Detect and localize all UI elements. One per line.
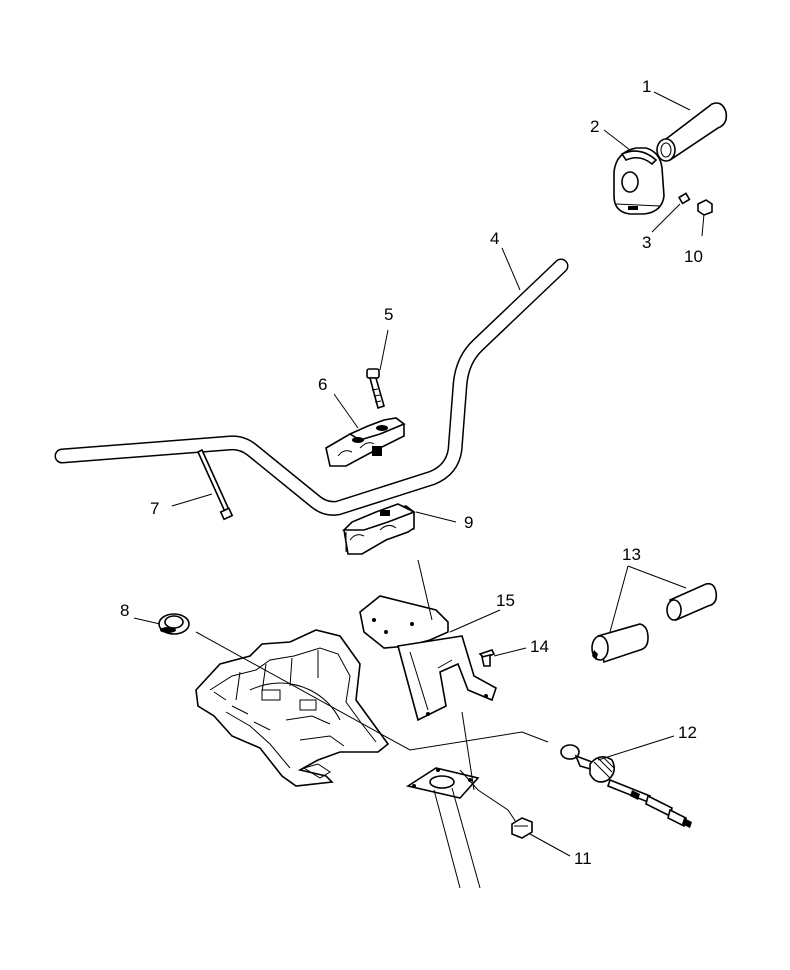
- callout-10: 10: [684, 247, 703, 266]
- steering-column: [405, 559, 481, 889]
- part-10-nut: [697, 199, 713, 216]
- callout-7: 7: [150, 499, 159, 518]
- part-2-switch-housing: [613, 147, 665, 215]
- callout-6: 6: [318, 375, 327, 394]
- part-1-grip: [656, 102, 728, 162]
- callout-2: 2: [590, 117, 599, 136]
- callout-3: 3: [642, 233, 651, 252]
- callout-4: 4: [490, 229, 499, 248]
- part-11-nut: [511, 817, 533, 839]
- part-15-bracket: [359, 595, 497, 722]
- part-12-cable: [560, 744, 692, 828]
- routing-lines: [195, 631, 549, 823]
- callout-5: 5: [384, 305, 393, 324]
- callout-12: 12: [678, 723, 697, 742]
- part-5-bolt: [366, 368, 385, 410]
- part-14-screw: [478, 649, 496, 667]
- callout-14: 14: [530, 637, 549, 656]
- callout-15: 15: [496, 591, 515, 610]
- part-8-grommet: [158, 613, 190, 635]
- part-4-handlebar: [54, 258, 569, 516]
- callout-9: 9: [464, 513, 473, 532]
- leader-lines: [133, 91, 705, 857]
- callout-8: 8: [120, 601, 129, 620]
- instrument-housing: [195, 629, 390, 787]
- callout-labels: 1 2 3 10 4 5 6 7 9 13 8 15 14 12 11: [120, 77, 703, 868]
- callout-11: 11: [574, 849, 592, 868]
- callout-1: 1: [642, 77, 651, 96]
- part-3-screw: [677, 192, 691, 205]
- part-7-long-bolt: [196, 448, 234, 521]
- part-13-throttle-grip: [591, 582, 718, 664]
- part-6-upper-clamp: [325, 417, 406, 467]
- part-9-lower-clamp: [342, 503, 416, 555]
- callout-13: 13: [622, 545, 641, 564]
